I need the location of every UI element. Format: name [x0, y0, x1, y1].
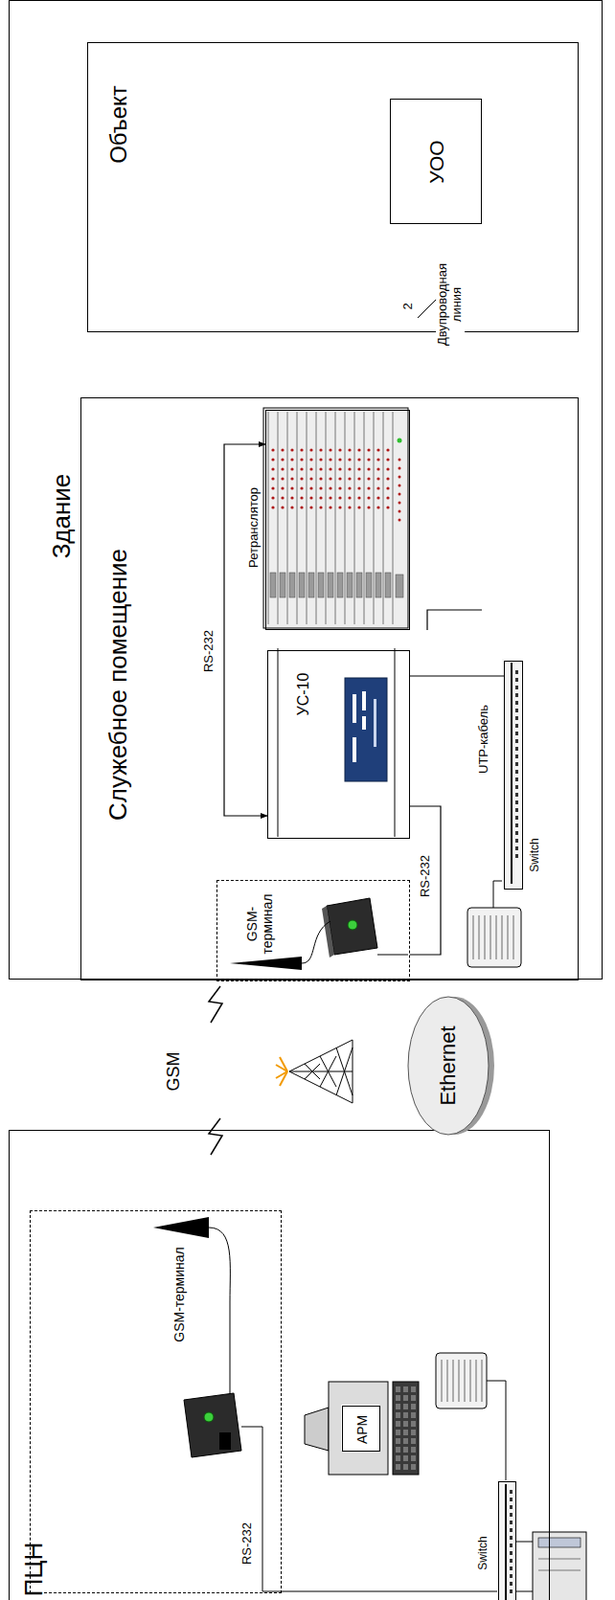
antenna: [153, 1217, 209, 1239]
hub-device: [467, 908, 522, 968]
edge-label: UTP-кабель: [477, 703, 492, 776]
radio-bolt: [208, 986, 223, 1024]
room-zone: Служебное помещениеGSM-терминал УС-10 Ретр…: [80, 397, 579, 981]
switch-ports: [515, 670, 519, 859]
network-switch: Switch: [498, 1481, 517, 1600]
gsm-terminal-icon: [326, 898, 378, 956]
hub-device: [435, 1353, 487, 1410]
interface-label: RS-232: [240, 1521, 255, 1568]
node-label: Объект: [105, 85, 133, 164]
node-label: Ethernet: [435, 1025, 460, 1106]
monitoring-center-zone: ПЦН GSM-терминалАРМ Switch: [8, 1130, 550, 1600]
gsm-tower: [289, 1040, 353, 1104]
node-label: Здание: [47, 474, 77, 560]
edge-label: Двупроводная линия: [435, 257, 465, 353]
node-label: ПЦН: [20, 1543, 49, 1598]
workstation-screen: АРМ: [341, 1406, 381, 1453]
network-switch: Switch: [503, 660, 524, 890]
connector: [410, 675, 504, 677]
monitor-stand: [304, 1408, 329, 1452]
controller-box: УС-10: [267, 650, 410, 840]
wire-count-tick: [417, 298, 437, 319]
connector: [410, 806, 441, 956]
connector: [427, 610, 482, 631]
network-cloud: Ethernet: [404, 994, 497, 1139]
server: [532, 1532, 587, 1600]
node-label: АРМ: [354, 1415, 370, 1445]
node-label: УОО: [425, 139, 449, 183]
node-label: УС-10: [295, 673, 313, 717]
node-label: Switch: [528, 838, 543, 872]
device-panel: [344, 678, 388, 782]
wire-count: 2: [401, 300, 416, 312]
node-label: GSM-терминал: [244, 890, 275, 958]
rack-units: [268, 411, 404, 625]
edge-label: RS-232: [202, 628, 217, 675]
object-zone: ОбъектУОО: [87, 42, 579, 333]
node-label: Switch: [477, 1536, 491, 1571]
device-box: УОО: [389, 98, 482, 225]
connector: [224, 444, 268, 817]
link-label: GSM: [163, 1049, 184, 1094]
edge-label: RS-232: [418, 853, 433, 900]
antenna: [229, 956, 302, 971]
repeater-rack: Ретранслятор: [265, 410, 410, 631]
monitor: [328, 1382, 388, 1476]
node-label: Ретранслятор: [247, 487, 262, 569]
gsm-terminal-icon: [183, 1393, 242, 1458]
keyboard: [392, 1382, 419, 1476]
gsm-terminal-group: GSM-терминал: [216, 880, 410, 982]
node-label: Служебное помещение: [104, 548, 134, 821]
rack-body: [263, 408, 409, 629]
node-label: GSM-терминал: [171, 1247, 187, 1344]
building-zone: Здание ОбъектУОО Служебное помещениеGSM-те…: [8, 0, 603, 980]
